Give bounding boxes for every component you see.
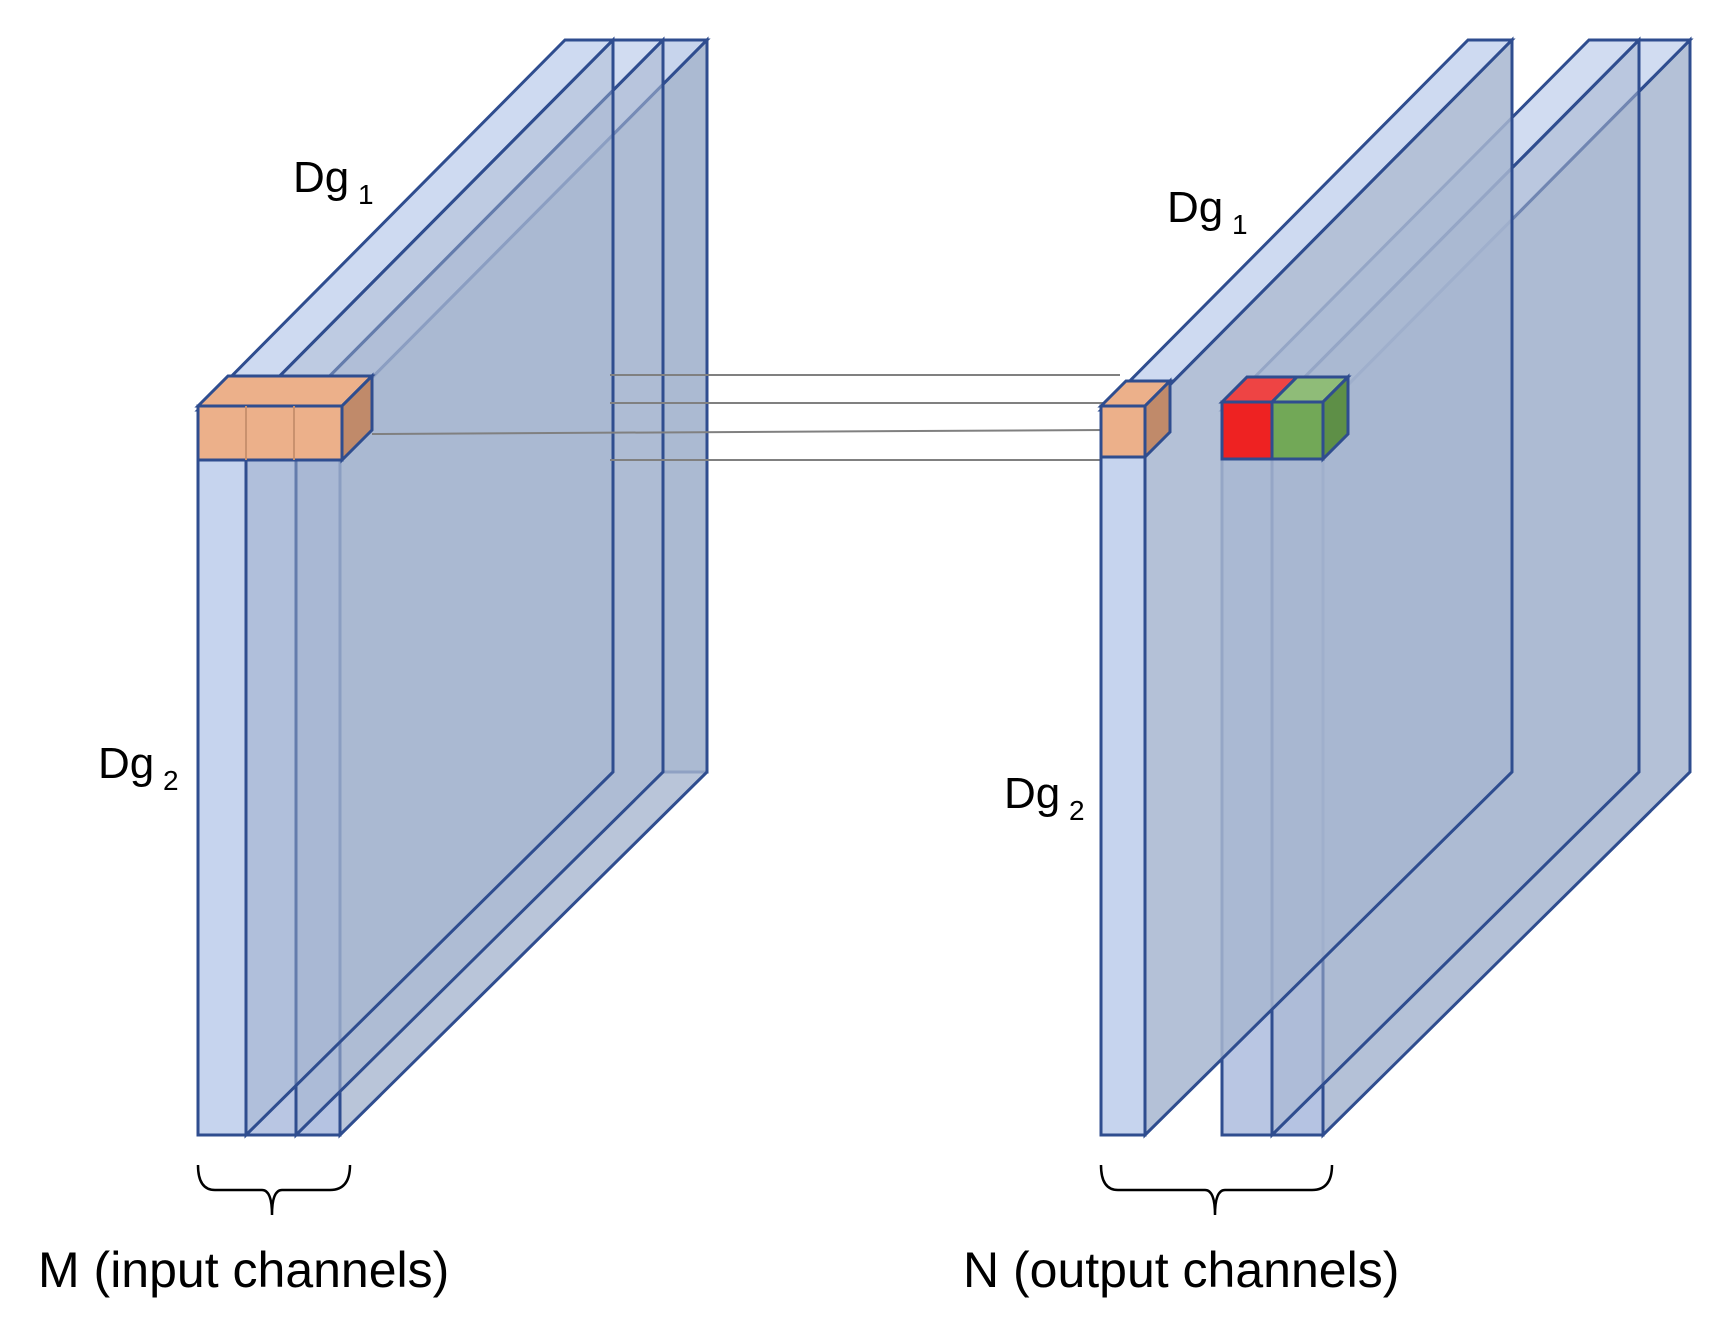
output-feature-map	[1097, 36, 1694, 1139]
input-dg1-label: Dg 1	[293, 153, 374, 210]
output-dg2-subscript: 2	[1069, 795, 1085, 826]
input-dg2-subscript: 2	[163, 765, 179, 796]
input-dg2-label: Dg 2	[98, 739, 179, 796]
output-dg2-label: Dg 2	[1004, 769, 1085, 826]
output-dg1-text: Dg	[1167, 183, 1223, 232]
input-kernel-patch	[194, 372, 376, 464]
input-channels-caption: M (input channels)	[38, 1242, 449, 1298]
output-orange-cell	[1097, 377, 1174, 461]
output-channel-slab-1	[1097, 36, 1516, 1139]
output-dg1-subscript: 1	[1232, 209, 1248, 240]
output-green-cell	[1268, 373, 1352, 463]
output-dg1-label: Dg 1	[1167, 183, 1248, 240]
output-channels-brace	[1099, 1164, 1334, 1216]
input-dg1-text: Dg	[293, 153, 349, 202]
output-dg2-text: Dg	[1004, 769, 1060, 818]
input-dg1-subscript: 1	[358, 179, 374, 210]
output-channels-caption: N (output channels)	[963, 1242, 1399, 1298]
input-dg2-text: Dg	[98, 739, 154, 788]
input-channel-slab-1	[194, 36, 617, 1139]
connection-lines	[371, 374, 1120, 461]
input-feature-map	[194, 36, 711, 1139]
input-channels-brace	[196, 1164, 352, 1216]
